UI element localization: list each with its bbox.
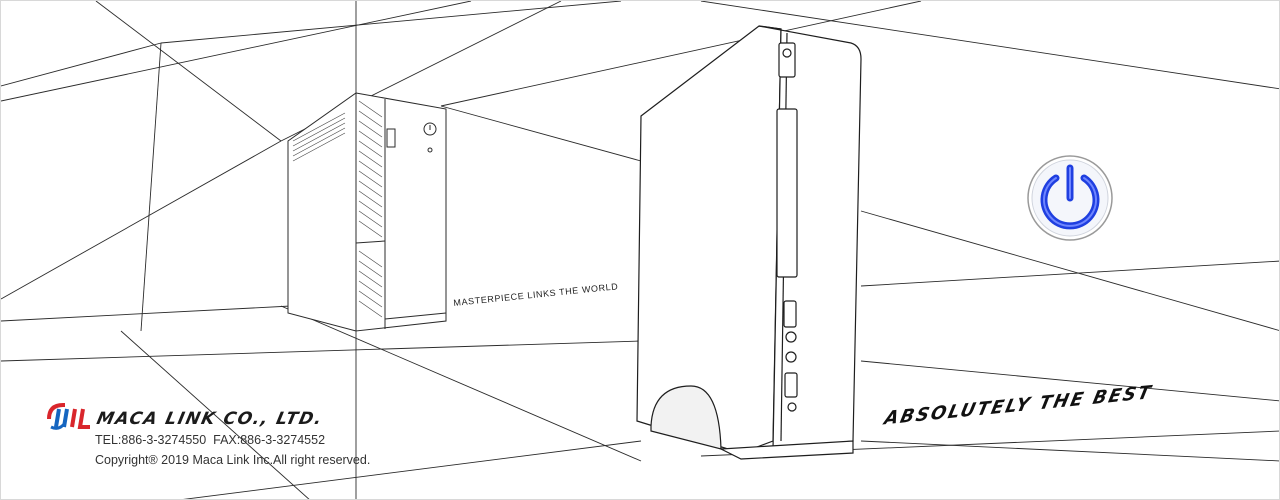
small-tower-case: [287, 92, 447, 332]
small-tower-vents: [292, 100, 383, 318]
brand-block: MACA LINK CO., LTD. TEL:886-3-3274550 FA…: [45, 401, 465, 481]
slim-tower-case: [636, 25, 862, 460]
maca-link-logo: [45, 401, 91, 431]
copyright-notice: Copyright® 2019 Maca Link Inc.All right …: [95, 453, 371, 467]
contact-info: TEL:886-3-3274550 FAX:886-3-3274552: [95, 433, 326, 447]
company-name: MACA LINK CO., LTD.: [94, 409, 325, 429]
maca-link-logo-icon: [47, 403, 90, 430]
power-icon: [1027, 155, 1113, 241]
power-button[interactable]: [1026, 154, 1114, 242]
